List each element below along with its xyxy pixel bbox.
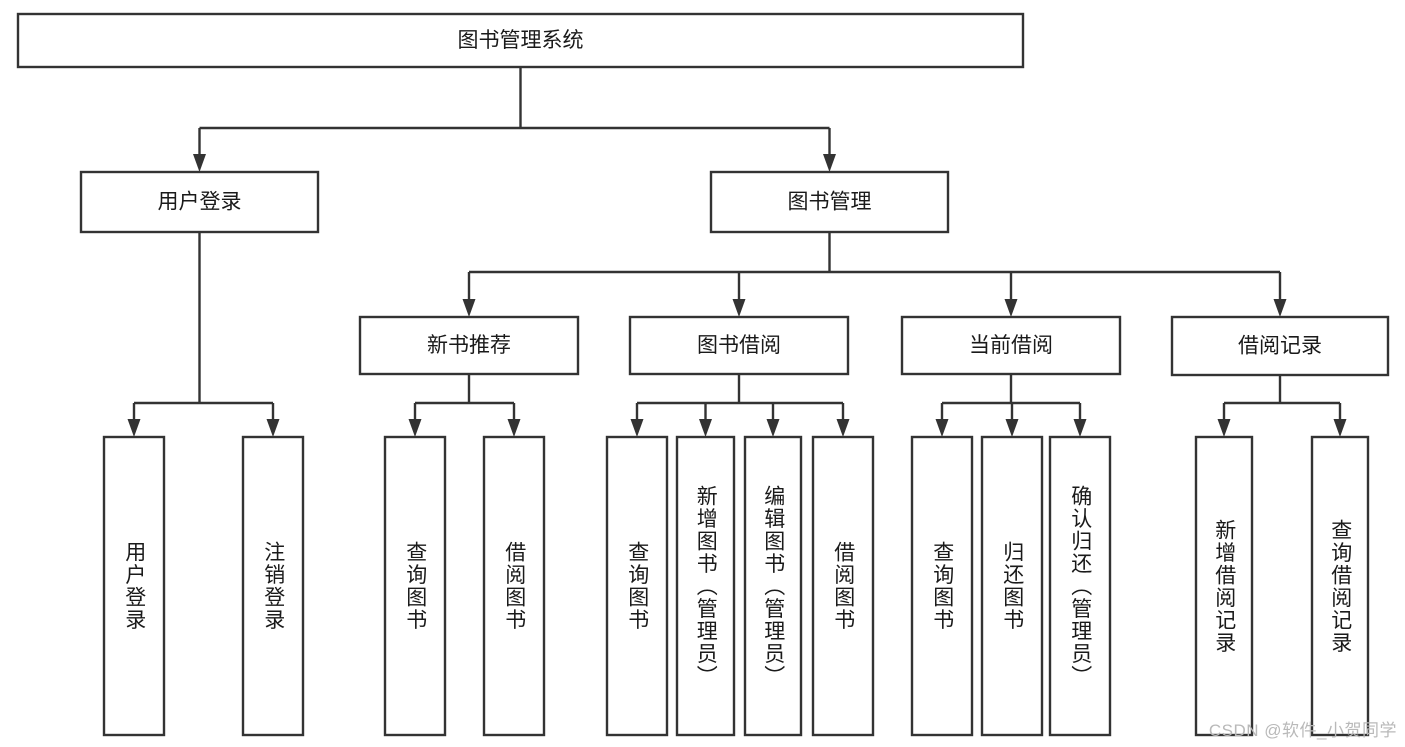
- node-box-borrow-record[interactable]: [1170, 315, 1390, 377]
- arrowhead-new-book-rec: [462, 299, 476, 317]
- arrowhead-leaf-query-record: [1333, 419, 1347, 437]
- node-label-book-manage: 图书管理: [788, 191, 872, 214]
- boxes-layer: [16, 12, 1390, 737]
- arrowhead-leaf-user-login: [127, 419, 141, 437]
- node-box-book-manage[interactable]: [709, 170, 950, 234]
- node-label-root: 图书管理系统: [458, 29, 584, 52]
- node-box-leaf-add-book[interactable]: [675, 435, 736, 737]
- node-box-leaf-query-book-borrow[interactable]: [605, 435, 669, 737]
- node-box-leaf-borrow-book-rec[interactable]: [482, 435, 546, 737]
- node-box-leaf-borrow-book[interactable]: [811, 435, 875, 737]
- arrowhead-leaf-edit-book: [766, 419, 780, 437]
- node-label-borrow-record: 借阅记录: [1238, 335, 1322, 358]
- arrowhead-current-borrow: [1004, 299, 1018, 317]
- arrowhead-leaf-borrow-book-rec: [507, 419, 521, 437]
- node-label-book-borrow: 图书借阅: [697, 334, 781, 357]
- arrowhead-leaf-add-record: [1217, 419, 1231, 437]
- arrowhead-leaf-return-book: [1005, 419, 1019, 437]
- node-box-leaf-query-record[interactable]: [1310, 435, 1370, 737]
- node-box-leaf-user-login[interactable]: [102, 435, 166, 737]
- arrowhead-leaf-logout: [266, 419, 280, 437]
- arrowhead-leaf-query-book-borrow: [630, 419, 644, 437]
- arrowhead-leaf-query-book-rec: [408, 419, 422, 437]
- node-box-leaf-confirm-return[interactable]: [1048, 435, 1112, 737]
- node-box-current-borrow[interactable]: [900, 315, 1122, 376]
- node-box-leaf-query-book-rec[interactable]: [383, 435, 447, 737]
- node-box-leaf-query-book-cur[interactable]: [910, 435, 974, 737]
- arrowhead-leaf-add-book: [699, 419, 712, 437]
- node-box-new-book-rec[interactable]: [358, 315, 580, 376]
- node-label-current-borrow: 当前借阅: [969, 334, 1053, 357]
- node-box-leaf-add-record[interactable]: [1194, 435, 1254, 737]
- arrowhead-book-manage: [823, 154, 836, 172]
- node-label-user-login: 用户登录: [158, 191, 242, 214]
- arrowhead-borrow-record: [1273, 299, 1287, 317]
- watermark-text: CSDN @软件_小贺同学: [1208, 721, 1397, 740]
- node-box-user-login[interactable]: [79, 170, 320, 234]
- node-box-leaf-return-book[interactable]: [980, 435, 1044, 737]
- node-box-book-borrow[interactable]: [628, 315, 850, 376]
- node-box-root[interactable]: [16, 12, 1025, 69]
- arrowhead-leaf-confirm-return: [1073, 419, 1087, 437]
- arrowhead-leaf-borrow-book: [836, 419, 850, 437]
- node-box-leaf-logout[interactable]: [241, 435, 305, 737]
- arrowhead-user-login: [193, 154, 206, 172]
- node-box-leaf-edit-book[interactable]: [743, 435, 803, 737]
- node-label-new-book-rec: 新书推荐: [427, 334, 511, 357]
- arrowhead-book-borrow: [732, 299, 746, 317]
- edges-layer: [127, 67, 1347, 437]
- arrowhead-leaf-query-book-cur: [935, 419, 949, 437]
